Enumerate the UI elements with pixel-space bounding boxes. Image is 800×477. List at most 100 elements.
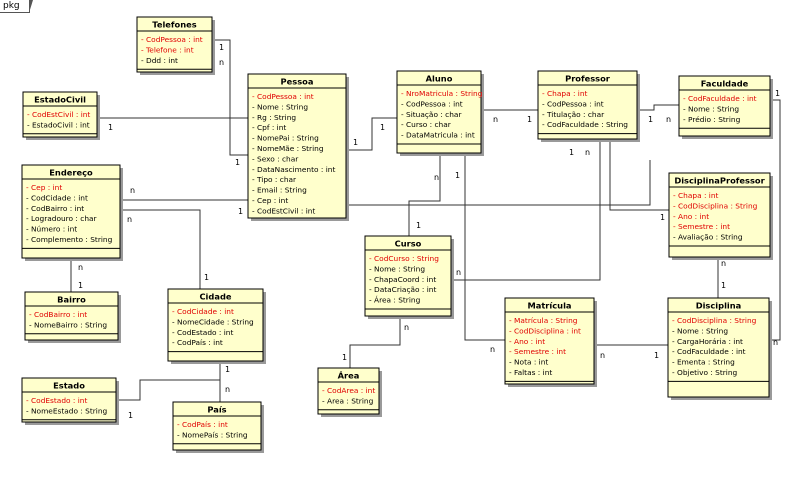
package-tab: pkg xyxy=(0,0,33,13)
class-attribute: - EstadoCivil : int xyxy=(27,120,90,129)
class-name: Aluno xyxy=(426,74,453,84)
class-attribute: - Semestre : int xyxy=(673,222,730,231)
class-bairro[interactable]: Bairro- CodBairro : int- NomeBairro : St… xyxy=(24,291,121,343)
class-name: EstadoCivil xyxy=(34,95,86,105)
class-attribute: - CodDisciplina : String xyxy=(672,316,757,325)
class-attribute: - CodPessoa : int xyxy=(542,99,604,108)
class-box xyxy=(136,16,213,73)
class-attribute: - Chapa : int xyxy=(542,89,588,98)
class-attribute: - Chapa : int xyxy=(673,191,719,200)
class-attribute: - Número : int xyxy=(26,225,77,234)
class-attribute: - NomeBairro : String xyxy=(29,320,107,329)
multiplicity-label: 1 xyxy=(380,123,385,132)
class-telefones[interactable]: Telefones- CodPessoa : int- Telefone : i… xyxy=(136,16,215,75)
class-disciplina[interactable]: Disciplina - CodDisciplina : String- Nome… xyxy=(667,297,772,400)
class-attribute: - CodEstado : int xyxy=(172,328,233,337)
class-attribute: - Cep : int xyxy=(252,196,288,205)
class-name: Pessoa xyxy=(281,77,314,87)
class-attribute: - Nome : String xyxy=(683,104,739,113)
multiplicity-label: n xyxy=(219,58,224,67)
class-attribute: - CodEstCivil : int xyxy=(252,206,315,215)
class-endereco[interactable]: Endereço- Cep : int- CodCidade : int- Co… xyxy=(21,164,123,261)
class-attribute: - Area : String xyxy=(322,396,374,405)
class-attribute: - CodCurso : String xyxy=(369,254,439,263)
class-attribute: - CodPaís : int xyxy=(172,338,223,347)
class-attribute: - Email : String xyxy=(252,186,307,195)
class-attribute: - CodEstCivil : int xyxy=(27,110,90,119)
class-attribute: - Prédio : String xyxy=(683,115,741,124)
class-attribute: - Objetivo : String xyxy=(672,368,738,377)
class-name: Disciplina xyxy=(696,301,742,311)
association-line xyxy=(769,99,781,341)
multiplicity-label: 1 xyxy=(455,171,460,180)
class-box xyxy=(667,297,770,398)
class-attribute: - CodFaculdade : int xyxy=(672,347,746,356)
multiplicity-label: 1 xyxy=(238,207,243,216)
multiplicity-label: 1 xyxy=(78,281,83,290)
class-attribute: - CodFaculdade : int xyxy=(683,94,757,103)
multiplicity-label: n xyxy=(78,263,83,272)
class-box xyxy=(21,377,117,423)
class-name: Professor xyxy=(565,74,611,84)
class-disciplinaprofessor[interactable]: DisciplinaProfessor- Chapa : int- CodDis… xyxy=(668,172,773,260)
class-estadocivil[interactable]: EstadoCivil - CodEstCivil : int- EstadoCi… xyxy=(22,91,100,140)
class-attribute: - ChapaCoord : int xyxy=(369,275,436,284)
association-professor-curso xyxy=(451,139,601,281)
class-attribute: - CodDisciplina : String xyxy=(673,201,758,210)
class-attribute: - NomeCidade : String xyxy=(172,317,254,326)
multiplicity-label: n xyxy=(773,338,778,347)
multiplicity-label: 1 xyxy=(353,138,358,147)
class-name: Cidade xyxy=(199,292,231,302)
class-attribute: - Curso : char xyxy=(401,120,452,129)
class-box xyxy=(537,70,638,140)
multiplicity-label: 1 xyxy=(775,89,780,98)
association-professor-faculdade xyxy=(637,104,679,111)
multiplicity-label: n xyxy=(434,173,439,182)
multiplicity-label: 1 xyxy=(569,148,574,157)
class-professor[interactable]: Professor- Chapa : int- CodPessoa : int-… xyxy=(537,70,640,142)
association-professor-disciplinaprofessor xyxy=(609,139,669,211)
multiplicity-label: n xyxy=(600,351,605,360)
class-attribute: - CodCidade : int xyxy=(26,193,88,202)
class-attribute: - Ano : int xyxy=(673,212,709,221)
class-box xyxy=(172,401,262,451)
multiplicity-label: 1 xyxy=(342,353,347,362)
class-box xyxy=(364,235,452,317)
class-attribute: - CodArea : int xyxy=(322,386,375,395)
package-label: pkg xyxy=(3,1,20,11)
class-area[interactable]: Área - CodArea : int- Area : String xyxy=(317,367,382,417)
class-attribute: - Tipo : char xyxy=(252,175,297,184)
multiplicity-label: 1 xyxy=(527,115,532,124)
association-telefones-pessoa xyxy=(212,39,248,156)
class-curso[interactable]: Curso- CodCurso : String- Nome : String-… xyxy=(364,235,454,319)
class-cidade[interactable]: Cidade - CodCidade : int- NomeCidade : St… xyxy=(167,288,266,364)
class-aluno[interactable]: Aluno- NroMatricula : String- CodPessoa … xyxy=(396,70,484,156)
class-attribute: - Ddd : int xyxy=(141,56,178,65)
multiplicity-label: 1 xyxy=(108,123,113,132)
class-attribute: - NomePaís : String xyxy=(177,430,248,439)
class-attribute: - Matrícula : String xyxy=(509,316,578,325)
class-attribute: - Complemento : String xyxy=(26,235,113,244)
class-attribute: - Nome : String xyxy=(672,326,728,335)
class-faculdade[interactable]: Faculdade- CodFaculdade : int- Nome : St… xyxy=(678,75,773,139)
class-attribute: - Faltas : int xyxy=(509,368,552,377)
class-box xyxy=(247,73,347,219)
multiplicity-label: 1 xyxy=(660,213,665,222)
class-name: Matrícula xyxy=(527,301,571,311)
association-lines xyxy=(70,39,781,402)
class-attribute: - CodPessoa : int xyxy=(141,35,203,44)
class-name: Telefones xyxy=(152,20,196,30)
class-matricula[interactable]: Matrícula- Matrícula : String- CodDiscip… xyxy=(504,297,597,387)
class-attribute: - Sexo : char xyxy=(252,154,299,163)
class-attribute: - DataCriação : int xyxy=(369,285,436,294)
association-aluno-curso xyxy=(408,153,441,236)
class-attribute: - CodCidade : int xyxy=(172,307,234,316)
class-attribute: - NomeMãe : String xyxy=(252,144,324,153)
class-name: Área xyxy=(338,370,360,381)
class-pais[interactable]: País- CodPaís : int- NomePaís : String xyxy=(172,401,264,453)
class-name: Bairro xyxy=(57,295,86,305)
class-pessoa[interactable]: Pessoa- CodPessoa : int- Nome : String- … xyxy=(247,73,349,221)
class-estado[interactable]: Estado- CodEstado : int- NomeEstado : St… xyxy=(21,377,119,425)
class-attribute: - DataNascimento : int xyxy=(252,165,335,174)
